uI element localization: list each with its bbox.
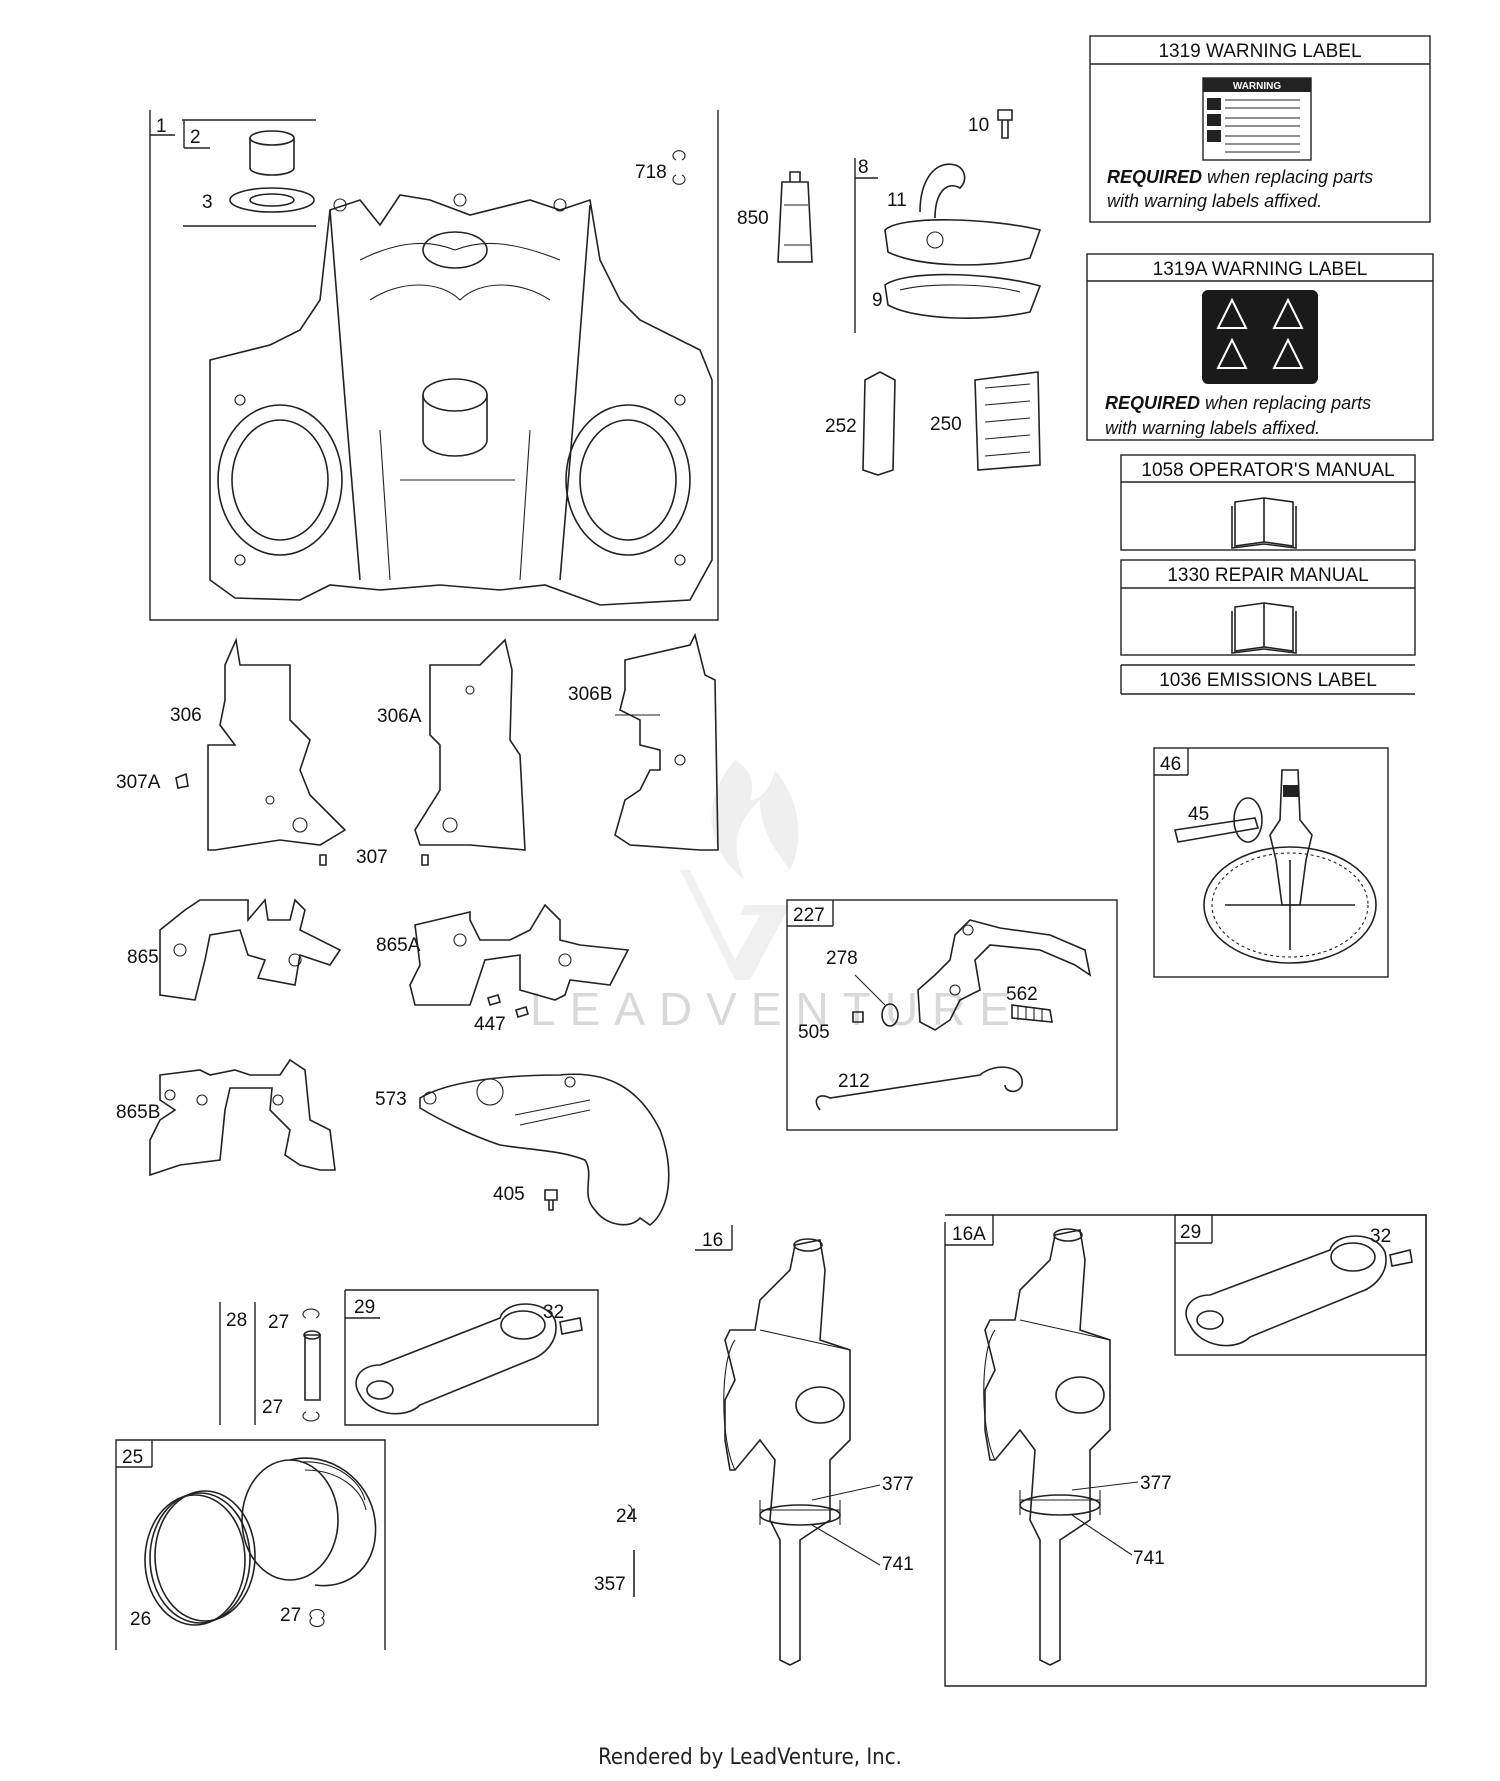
crankshaft-16a-group: 16A 29 32 377 741 xyxy=(944,1214,1427,1687)
label-306: 306 xyxy=(170,705,202,726)
label-865b: 865B xyxy=(116,1102,160,1123)
warning-label-1319-box: 1319 WARNING LABEL WARNING REQUIRED when… xyxy=(1089,35,1431,223)
warning-1319-required-line2: with warning labels affixed. xyxy=(1107,191,1322,211)
label-28: 28 xyxy=(226,1310,247,1331)
label-45: 45 xyxy=(1188,804,1209,825)
repair-manual-box: 1330 REPAIR MANUAL xyxy=(1120,559,1416,656)
label-227: 227 xyxy=(793,905,825,926)
label-447: 447 xyxy=(474,1014,506,1035)
label-26: 26 xyxy=(130,1609,151,1630)
cylinder-baffles-group: 865 865A 447 xyxy=(127,898,630,1035)
emissions-label-title: 1036 EMISSIONS LABEL xyxy=(1159,670,1377,691)
label-741-b: 741 xyxy=(1133,1548,1165,1569)
label-29-inset: 29 xyxy=(1180,1222,1201,1243)
label-2: 2 xyxy=(190,127,201,148)
label-27-bottom: 27 xyxy=(262,1397,283,1418)
breather-group: 850 8 10 11 9 252 250 xyxy=(737,109,1042,476)
label-252: 252 xyxy=(825,416,857,437)
label-11: 11 xyxy=(887,190,907,211)
label-307: 307 xyxy=(356,847,388,868)
warning-label-1319a-box: 1319A WARNING LABEL REQUIRED when replac… xyxy=(1086,253,1434,441)
label-32-inset: 32 xyxy=(1370,1226,1391,1247)
label-307a: 307A xyxy=(116,772,161,793)
label-377-b: 377 xyxy=(1140,1473,1172,1494)
label-865a: 865A xyxy=(376,935,421,956)
book-icon xyxy=(1231,497,1297,549)
label-16a: 16A xyxy=(952,1224,986,1245)
camshaft-group: 46 45 xyxy=(1153,747,1389,978)
warning-1319-required: REQUIRED when replacing parts xyxy=(1107,167,1373,187)
label-32: 32 xyxy=(543,1302,564,1323)
label-212: 212 xyxy=(838,1071,870,1092)
label-377-a: 377 xyxy=(882,1474,914,1495)
air-baffles-group: 306 306A 306B 307A 307 xyxy=(116,632,719,868)
book-icon xyxy=(1231,602,1297,654)
label-9: 9 xyxy=(872,290,883,311)
watermark-text: LEADVENTURE xyxy=(530,983,1024,1035)
warning-1319a-title: 1319A WARNING LABEL xyxy=(1153,259,1368,280)
label-8: 8 xyxy=(858,157,869,178)
repair-manual-title: 1330 REPAIR MANUAL xyxy=(1167,565,1368,586)
label-562: 562 xyxy=(1006,984,1038,1005)
label-741-a: 741 xyxy=(882,1554,914,1575)
label-865: 865 xyxy=(127,947,159,968)
emissions-label-box: 1036 EMISSIONS LABEL xyxy=(1120,664,1415,695)
warning-sticker-heading: WARNING xyxy=(1233,81,1282,92)
label-505: 505 xyxy=(798,1022,830,1043)
warning-1319a-required: REQUIRED when replacing parts xyxy=(1105,393,1371,413)
operators-manual-box: 1058 OPERATOR'S MANUAL xyxy=(1120,454,1416,551)
label-278: 278 xyxy=(826,948,858,969)
crankshaft-group: 16 24 357 377 741 xyxy=(594,1225,914,1666)
label-405: 405 xyxy=(493,1184,525,1205)
label-250: 250 xyxy=(930,414,962,435)
label-306b: 306B xyxy=(568,684,612,705)
label-573: 573 xyxy=(375,1089,407,1110)
lower-baffles-group: 865B 573 405 xyxy=(116,1058,670,1226)
warning-1319-title: 1319 WARNING LABEL xyxy=(1158,41,1361,62)
label-850: 850 xyxy=(737,208,769,229)
operators-manual-title: 1058 OPERATOR'S MANUAL xyxy=(1141,460,1394,481)
label-25: 25 xyxy=(122,1447,143,1468)
warning-1319a-required-line2: with warning labels affixed. xyxy=(1105,418,1320,438)
label-306a: 306A xyxy=(377,706,422,727)
piston-group: 25 26 27 xyxy=(115,1439,386,1650)
footer-credit: Rendered by LeadVenture, Inc. xyxy=(598,1745,902,1770)
label-718: 718 xyxy=(635,162,667,183)
label-16: 16 xyxy=(702,1230,723,1251)
label-27-top: 27 xyxy=(268,1312,289,1333)
label-24: 24 xyxy=(616,1506,638,1527)
label-29: 29 xyxy=(354,1297,375,1318)
label-357: 357 xyxy=(594,1574,626,1595)
label-27-clip: 27 xyxy=(280,1605,301,1626)
cylinder-block-group: 1 2 3 718 xyxy=(149,110,719,621)
connecting-rod-group: 28 27 29 32 27 xyxy=(219,1289,599,1426)
governor-group: 227 278 562 505 212 xyxy=(786,899,1118,1131)
label-3: 3 xyxy=(202,192,213,213)
label-10: 10 xyxy=(968,115,989,136)
label-46: 46 xyxy=(1160,754,1181,775)
label-1: 1 xyxy=(156,116,167,137)
watermark-logo xyxy=(680,760,799,980)
